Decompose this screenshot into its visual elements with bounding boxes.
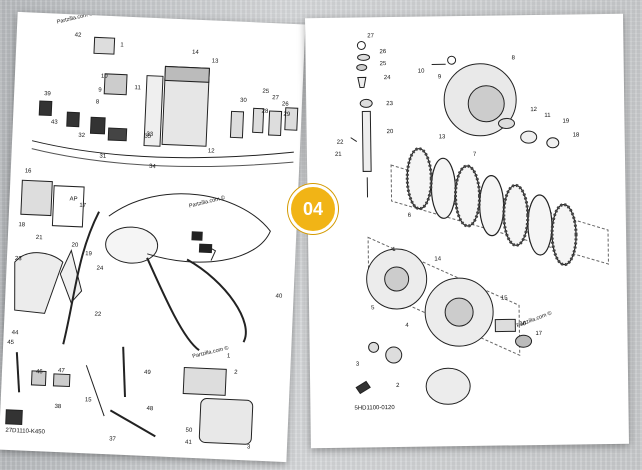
- svg-text:43: 43: [51, 119, 59, 125]
- svg-text:5: 5: [371, 305, 375, 311]
- svg-text:24: 24: [96, 266, 104, 272]
- svg-text:44: 44: [12, 330, 20, 336]
- svg-text:15: 15: [501, 295, 508, 301]
- svg-text:38: 38: [54, 404, 62, 410]
- svg-text:33: 33: [146, 132, 154, 138]
- svg-text:14: 14: [434, 256, 441, 262]
- svg-text:16: 16: [25, 168, 33, 174]
- svg-text:37: 37: [109, 436, 117, 442]
- svg-text:34: 34: [149, 164, 157, 170]
- svg-text:23: 23: [386, 101, 393, 107]
- svg-text:31: 31: [99, 154, 107, 160]
- svg-text:11: 11: [544, 113, 551, 119]
- svg-text:3: 3: [356, 362, 360, 368]
- svg-text:3: 3: [247, 444, 251, 450]
- watermark: Partzilla.com ©: [516, 309, 553, 329]
- svg-text:4: 4: [405, 323, 409, 329]
- electrical-diagram-page[interactable]: 42 1 10 14 13 9 11 8 39 43 32 33 31 25 3…: [0, 11, 306, 463]
- svg-text:22: 22: [337, 140, 344, 146]
- svg-text:27: 27: [272, 95, 280, 101]
- svg-text:9: 9: [438, 74, 442, 80]
- svg-text:10: 10: [418, 69, 425, 75]
- svg-text:24: 24: [384, 75, 391, 81]
- svg-text:15: 15: [85, 397, 93, 403]
- svg-text:21: 21: [36, 235, 44, 241]
- svg-text:14: 14: [192, 50, 200, 56]
- svg-text:8: 8: [96, 99, 100, 105]
- svg-text:6: 6: [408, 213, 412, 219]
- svg-text:26: 26: [379, 49, 386, 55]
- svg-text:40: 40: [275, 293, 283, 299]
- svg-text:41: 41: [185, 440, 193, 446]
- svg-text:9: 9: [98, 88, 102, 94]
- electrical-diagram: 42 1 10 14 13 9 11 8 39 43 32 33 31 25 3…: [5, 12, 299, 451]
- svg-text:13: 13: [439, 134, 446, 140]
- svg-text:26: 26: [282, 102, 290, 108]
- svg-text:35: 35: [144, 134, 152, 140]
- svg-text:17: 17: [535, 331, 542, 337]
- svg-text:2: 2: [396, 383, 400, 389]
- svg-text:48: 48: [146, 406, 154, 412]
- relay-part: [93, 36, 116, 55]
- svg-text:18: 18: [18, 222, 26, 228]
- svg-text:1: 1: [227, 353, 231, 359]
- svg-text:2: 2: [234, 370, 238, 376]
- svg-text:12: 12: [208, 148, 216, 154]
- svg-text:49: 49: [144, 370, 152, 376]
- svg-text:23: 23: [15, 256, 23, 262]
- svg-text:16: 16: [519, 321, 526, 327]
- page-number-badge[interactable]: 04: [288, 184, 338, 234]
- part-code: 5HD1100-0120: [354, 405, 395, 412]
- svg-text:50: 50: [185, 428, 193, 434]
- part-code: 27D1110-K450: [5, 428, 45, 436]
- svg-text:22: 22: [94, 312, 102, 318]
- starter-relay-part: [103, 73, 128, 96]
- clutch-diagram-page[interactable]: 27 26 25 24 23 20 22 21 10 9 8 12 11 19 …: [305, 13, 629, 449]
- svg-text:7: 7: [473, 152, 477, 158]
- svg-text:8: 8: [512, 55, 516, 61]
- svg-text:1: 1: [392, 247, 396, 253]
- ap-label: AP: [69, 196, 77, 202]
- clutch-diagram: 27 26 25 24 23 20 22 21 10 9 8 12 11 19 …: [335, 33, 609, 412]
- svg-text:47: 47: [58, 368, 66, 374]
- svg-text:32: 32: [78, 133, 86, 139]
- svg-text:13: 13: [212, 58, 220, 64]
- svg-text:20: 20: [387, 129, 394, 135]
- callout: 42: [75, 32, 83, 38]
- svg-text:18: 18: [573, 132, 580, 138]
- svg-text:46: 46: [36, 369, 44, 375]
- svg-text:19: 19: [562, 119, 569, 125]
- svg-text:17: 17: [79, 203, 87, 209]
- svg-text:10: 10: [101, 74, 109, 80]
- svg-text:12: 12: [530, 107, 537, 113]
- svg-text:28: 28: [261, 109, 269, 115]
- svg-text:21: 21: [335, 152, 342, 158]
- svg-text:30: 30: [240, 98, 248, 104]
- svg-text:19: 19: [85, 251, 93, 257]
- svg-text:20: 20: [71, 243, 79, 249]
- svg-text:Partzilla.com ©: Partzilla.com ©: [192, 344, 230, 359]
- svg-text:11: 11: [134, 85, 141, 91]
- svg-text:25: 25: [262, 89, 270, 95]
- svg-text:39: 39: [44, 91, 52, 97]
- svg-text:29: 29: [283, 112, 291, 118]
- svg-text:45: 45: [7, 340, 15, 346]
- svg-text:1: 1: [120, 42, 124, 48]
- svg-text:25: 25: [380, 61, 387, 67]
- callout: 27: [367, 33, 374, 39]
